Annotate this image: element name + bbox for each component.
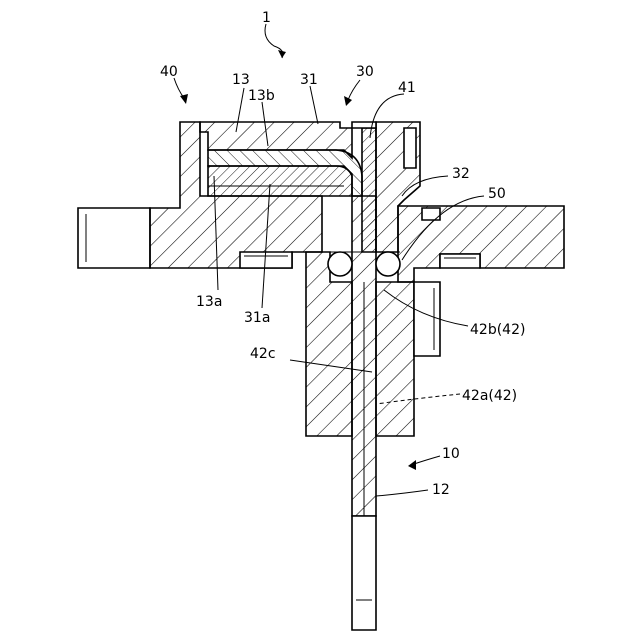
label-13: 13 xyxy=(232,72,250,88)
label-40: 40 xyxy=(160,64,178,80)
label-12: 12 xyxy=(432,482,450,498)
label-31a: 31a xyxy=(244,310,270,326)
label-41: 41 xyxy=(398,80,416,96)
label-42a: 42a(42) xyxy=(462,388,517,404)
label-42b: 42b(42) xyxy=(470,322,525,338)
label-32: 32 xyxy=(452,166,470,182)
label-1: 1 xyxy=(262,10,271,26)
label-30: 30 xyxy=(356,64,374,80)
label-42c: 42c xyxy=(250,346,276,362)
label-13b: 13b xyxy=(248,88,275,104)
label-10: 10 xyxy=(442,446,460,462)
label-31: 31 xyxy=(300,72,318,88)
label-50: 50 xyxy=(488,186,506,202)
label-13a: 13a xyxy=(196,294,222,310)
shaft-42 xyxy=(352,196,376,630)
